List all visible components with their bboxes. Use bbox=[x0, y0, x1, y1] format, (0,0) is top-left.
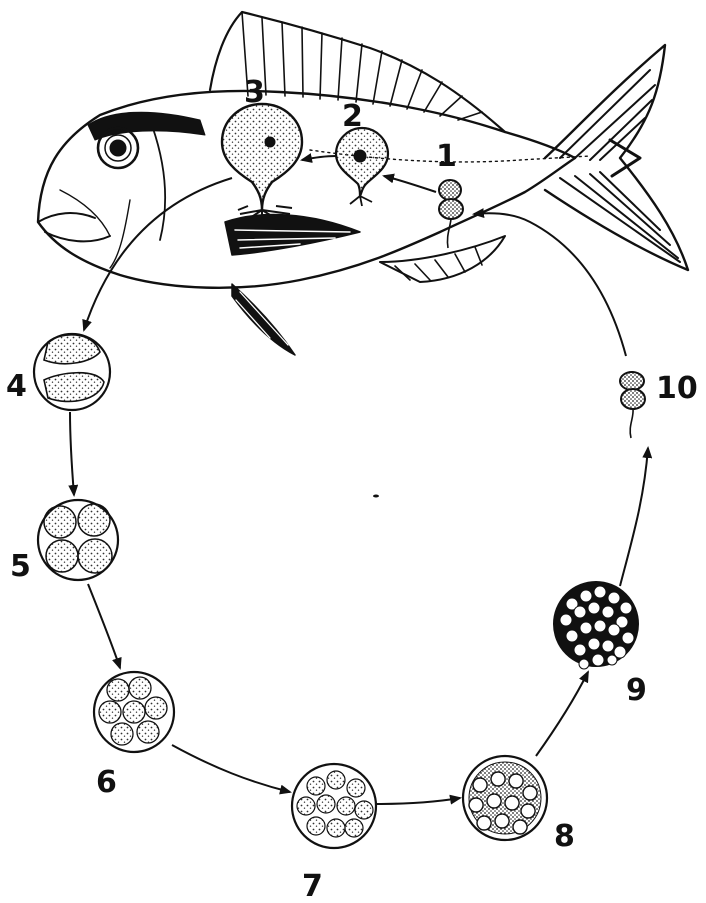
stage-10-theront-free bbox=[620, 372, 645, 438]
stage-9-tomite-cluster bbox=[554, 582, 638, 669]
label-stage-10: 10 bbox=[656, 371, 698, 406]
stage-4-tomont-2-cell bbox=[34, 334, 110, 410]
stage-8-tomont-dense bbox=[463, 756, 547, 840]
pelvic-fin bbox=[232, 284, 295, 355]
label-stage-6: 6 bbox=[96, 765, 117, 800]
stage-1-theront-attached bbox=[439, 180, 463, 248]
label-stage-2: 2 bbox=[342, 99, 363, 134]
stage-2-trophont-small bbox=[336, 128, 388, 206]
stage-7-tomont-multicell bbox=[292, 764, 376, 848]
arrow-2-to-3 bbox=[302, 156, 336, 160]
label-stage-7: 7 bbox=[302, 869, 323, 903]
speck bbox=[373, 495, 379, 498]
arrow-10-to-1 bbox=[474, 213, 626, 356]
arrow-7-to-8 bbox=[376, 798, 460, 804]
caudal-fin bbox=[545, 45, 688, 270]
arrow-8-to-9 bbox=[536, 672, 588, 756]
arrow-9-to-10 bbox=[620, 448, 648, 586]
arrow-1-to-2 bbox=[384, 176, 436, 192]
arrow-6-to-7 bbox=[172, 745, 290, 792]
label-stage-1: 1 bbox=[436, 139, 457, 174]
label-stage-4: 4 bbox=[6, 369, 27, 404]
label-stage-3: 3 bbox=[244, 75, 265, 110]
pectoral-fin bbox=[225, 215, 360, 255]
stage-3-trophont bbox=[222, 104, 302, 220]
stage-labels: 1 2 3 4 5 6 7 8 9 10 bbox=[6, 75, 698, 903]
label-stage-8: 8 bbox=[554, 819, 575, 854]
label-stage-9: 9 bbox=[626, 673, 647, 708]
stage-6-tomont-multicell bbox=[94, 672, 174, 752]
label-stage-5: 5 bbox=[10, 549, 31, 584]
arrow-5-to-6 bbox=[88, 584, 120, 668]
stage-5-tomont-4-cell bbox=[38, 500, 118, 580]
arrow-4-to-5 bbox=[70, 412, 74, 495]
anal-fin bbox=[380, 236, 505, 282]
arrow-3-to-4 bbox=[84, 178, 232, 330]
